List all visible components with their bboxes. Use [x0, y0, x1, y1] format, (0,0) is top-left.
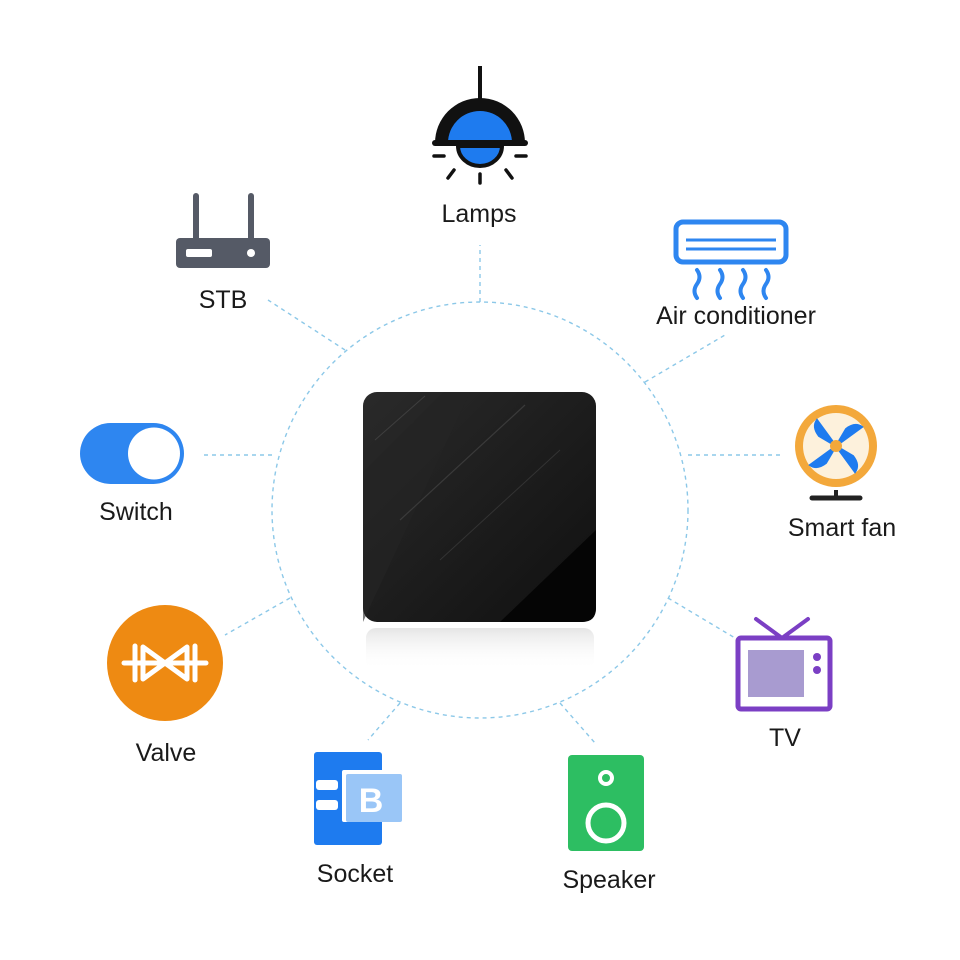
- connector-socket: [367, 702, 401, 741]
- connector-stb: [267, 299, 346, 351]
- label-air-conditioner: Air conditioner: [656, 302, 816, 330]
- valve-icon: [107, 605, 223, 721]
- toggle-switch-icon: [80, 423, 184, 484]
- connector-valve: [224, 597, 291, 636]
- label-speaker: Speaker: [562, 866, 656, 894]
- label-valve: Valve: [135, 739, 197, 767]
- speaker-icon: [568, 755, 644, 851]
- tv-box-device: [363, 392, 596, 670]
- svg-text:B: B: [359, 782, 384, 820]
- fan-icon: [795, 405, 877, 501]
- label-lamps: Lamps: [441, 200, 517, 228]
- label-smart-fan: Smart fan: [787, 514, 897, 542]
- socket-icon: B: [314, 752, 404, 845]
- label-stb: STB: [198, 286, 248, 314]
- connector-speaker: [559, 702, 596, 744]
- tv-box-reflection: [366, 628, 594, 670]
- air-conditioner-icon: [673, 219, 789, 300]
- label-socket: Socket: [316, 860, 394, 888]
- ceiling-lamp-icon: [432, 66, 528, 185]
- label-switch: Switch: [99, 498, 173, 526]
- label-tv: TV: [769, 724, 801, 752]
- connector-tv: [667, 597, 736, 639]
- connector-air-conditioner: [644, 334, 726, 383]
- tv-icon: [735, 617, 833, 712]
- connector-lines: [200, 245, 780, 744]
- router-icon: [176, 193, 270, 268]
